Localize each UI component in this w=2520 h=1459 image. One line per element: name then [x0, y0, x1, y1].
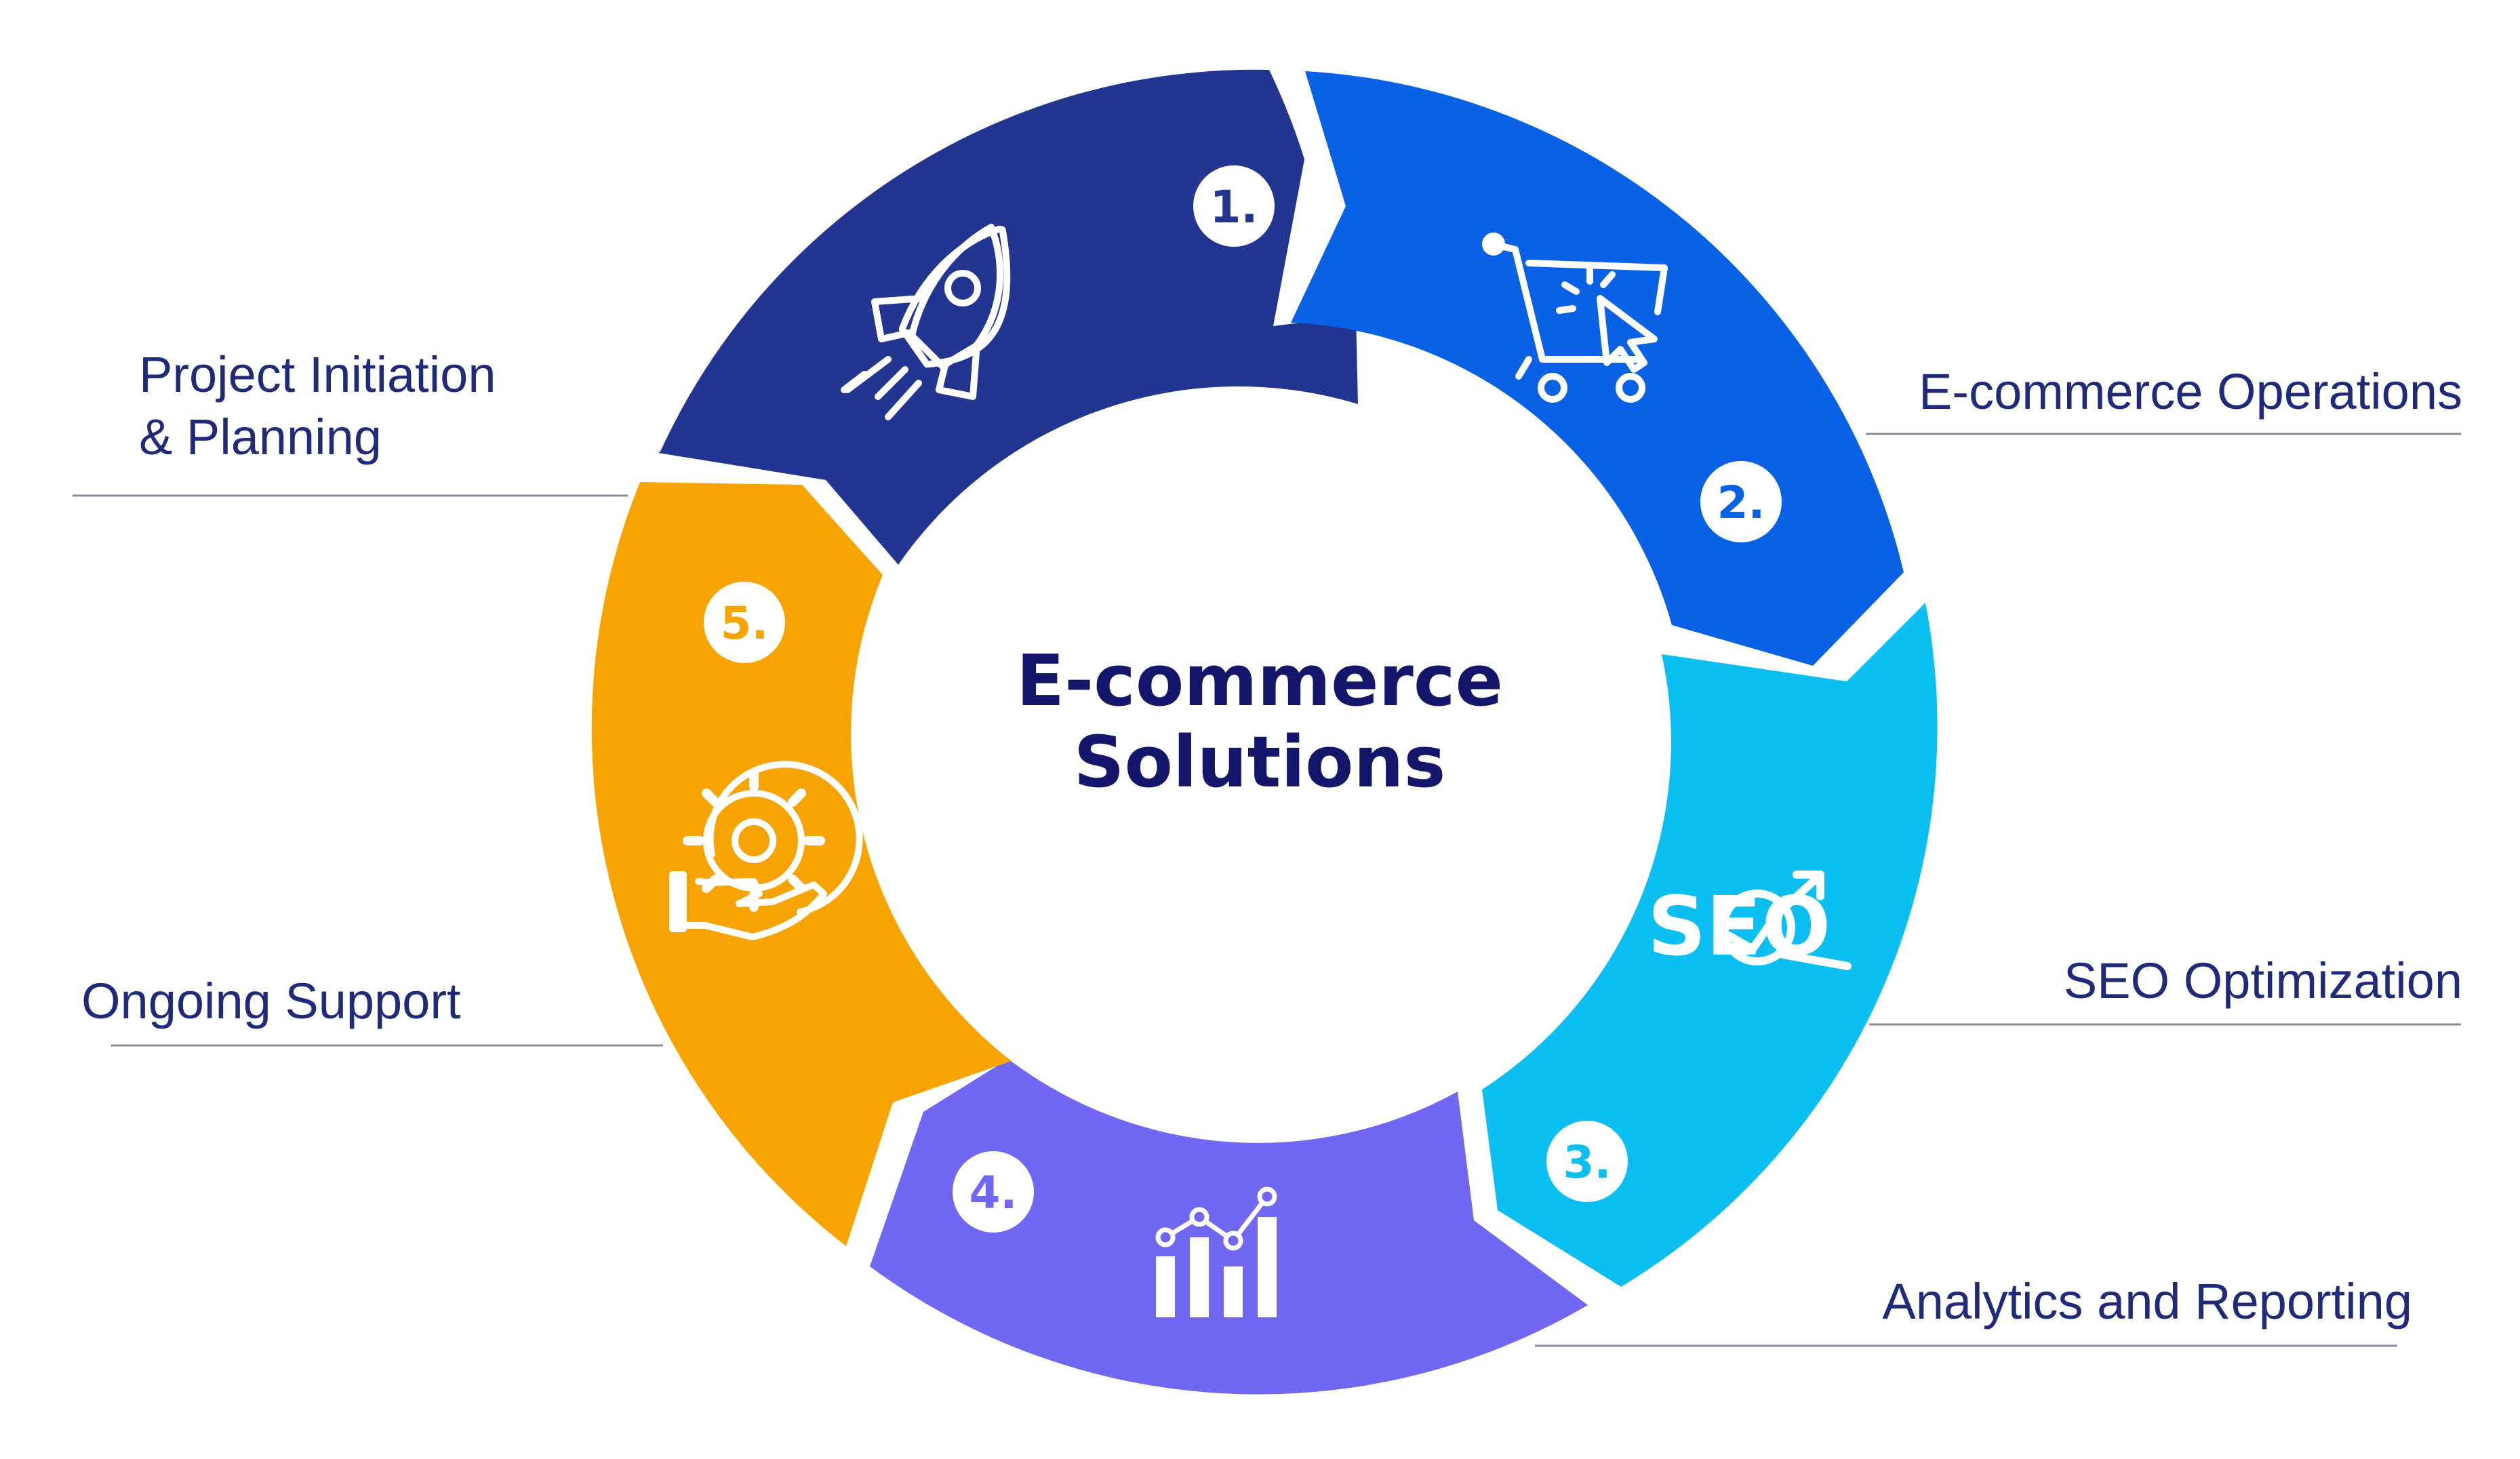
leader-lines [73, 433, 2461, 1347]
segment-5 [591, 482, 1012, 1246]
segment-4 [870, 1059, 1588, 1395]
svg-text:5.: 5. [721, 597, 769, 649]
center-title: E-commerce Solutions [1016, 639, 1503, 803]
svg-text:1.: 1. [1210, 181, 1258, 233]
svg-text:4.: 4. [969, 1167, 1018, 1219]
center-title-line-1: E-commerce [1016, 639, 1503, 722]
step-badge-3: 3. [1546, 1121, 1628, 1202]
segment-1 [658, 69, 1358, 565]
label-step-2: E-commerce Operations [1919, 363, 2462, 420]
label-step-3: SEO Optimization [2064, 953, 2462, 1009]
label-step-5: Ongoing Support [81, 973, 461, 1029]
label-step-1-line-1: Project Initiation [139, 346, 496, 403]
segment-2 [1291, 71, 1904, 666]
rocket-icon [841, 224, 1011, 420]
step-badge-4: 4. [953, 1151, 1034, 1233]
bar-chart-trend-icon [1155, 1186, 1277, 1317]
segment-3 [1482, 603, 1938, 1287]
step-badge-1: 1. [1193, 165, 1275, 247]
svg-text:2.: 2. [1717, 477, 1765, 529]
seo-magnifier-icon: SEO [1647, 871, 1852, 974]
ring-segments [591, 69, 1938, 1395]
step-badge-5: 5. [704, 582, 785, 663]
hand-gear-icon [669, 761, 863, 940]
center-title-line-2: Solutions [1074, 721, 1446, 803]
label-step-4: Analytics and Reporting [1882, 1273, 2412, 1330]
svg-text:3.: 3. [1563, 1136, 1612, 1188]
label-step-1-line-2: & Planning [139, 409, 382, 465]
step-badge-2: 2. [1700, 461, 1782, 542]
shopping-cart-cursor-icon [1482, 233, 1668, 403]
